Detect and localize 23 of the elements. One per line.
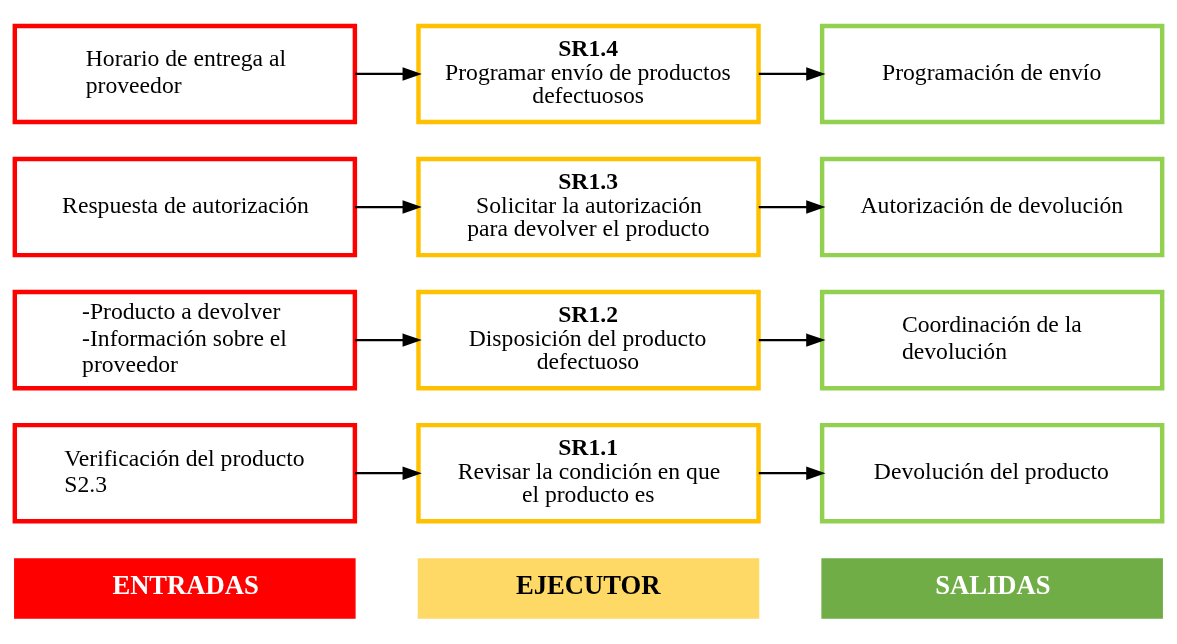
node-box: EJECUTOR: [417, 558, 760, 619]
arrow: [758, 200, 826, 214]
node-box: SR1.4 Programar envío de productos defectuosos: [416, 23, 761, 125]
arrow: [355, 67, 422, 81]
arrow: [758, 333, 826, 347]
node-box: SR1.2 Disposición del producto defectuoso: [416, 289, 761, 391]
arrow: [758, 67, 826, 81]
node-box: Programación de envío: [819, 23, 1165, 125]
node-box: ENTRADAS: [14, 558, 356, 619]
node-box: Horario de entrega al proveedor: [12, 23, 358, 125]
arrow: [758, 466, 826, 480]
node-box: -Producto a devolver -Información sobre el proveedor: [12, 289, 358, 391]
node-box: Coordinación de la devolución: [819, 289, 1165, 391]
node-box: Autorización de devolución: [819, 156, 1165, 258]
arrow: [355, 200, 422, 214]
arrow: [355, 333, 422, 347]
node-box: SR1.3 Solicitar la autorización para devolver el producto: [416, 156, 761, 258]
node-box: Devolución del producto: [819, 422, 1165, 524]
node-box: Respuesta de autorización: [12, 156, 358, 258]
arrow: [355, 466, 422, 480]
node-box: Verificación del producto S2.3: [12, 422, 358, 524]
node-box: SR1.1 Revisar la condición en que el producto es: [416, 422, 761, 524]
node-box: SALIDAS: [821, 558, 1163, 619]
